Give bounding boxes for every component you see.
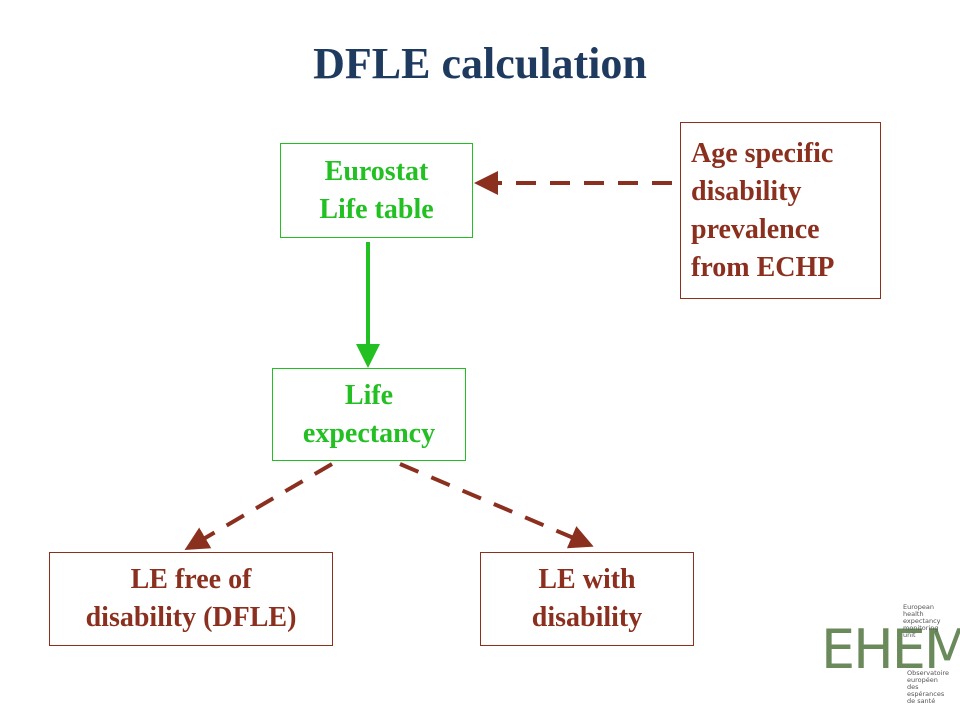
life-expectancy-box: Life expectancy [272,368,466,461]
logo-top-line-1: European [903,603,934,611]
logo-caption-english: European health expectancy monitoring un… [903,604,945,639]
arrow-life-to-with [399,462,594,549]
dfle-line-1: LE free of [130,564,252,595]
logo-top-line-2: health expectancy [903,610,941,625]
age-line-1: Age specific [691,137,834,169]
dfle-line-2: disability (DFLE) [85,602,297,633]
logo-bottom-line-2: européen des [907,676,938,691]
life-line-2: expectancy [302,417,436,449]
le-with-disability-box: LE with disability [480,552,694,646]
age-line-2: disability [691,175,802,207]
page-title: DFLE calculation [313,39,647,88]
le-free-of-disability-box: LE free of disability (DFLE) [49,552,333,646]
age-specific-prevalence-box: Age specific disability prevalence from … [680,122,881,299]
with-line-2: disability [531,602,643,633]
eurostat-line-2: Life table [319,193,434,225]
age-line-3: prevalence [691,213,820,245]
logo-caption-french: Observatoire européen des espérances de … [907,670,949,705]
eurostat-life-table-box: Eurostat Life table [280,143,473,238]
arrow-life-to-dfle [184,462,334,551]
ehemu-logo: EHEMU European health expectancy monitor… [815,602,960,705]
life-line-1: Life [344,379,394,411]
eurostat-line-1: Eurostat [324,155,429,187]
logo-bottom-line-3: espérances de santé [907,690,945,705]
age-line-4: from ECHP [691,251,835,283]
ehemu-logo-mark: EHEMU [821,618,960,681]
logo-bottom-line-1: Observatoire [907,669,949,677]
with-line-1: LE with [538,564,636,595]
logo-top-line-3: monitoring unit [903,624,939,639]
